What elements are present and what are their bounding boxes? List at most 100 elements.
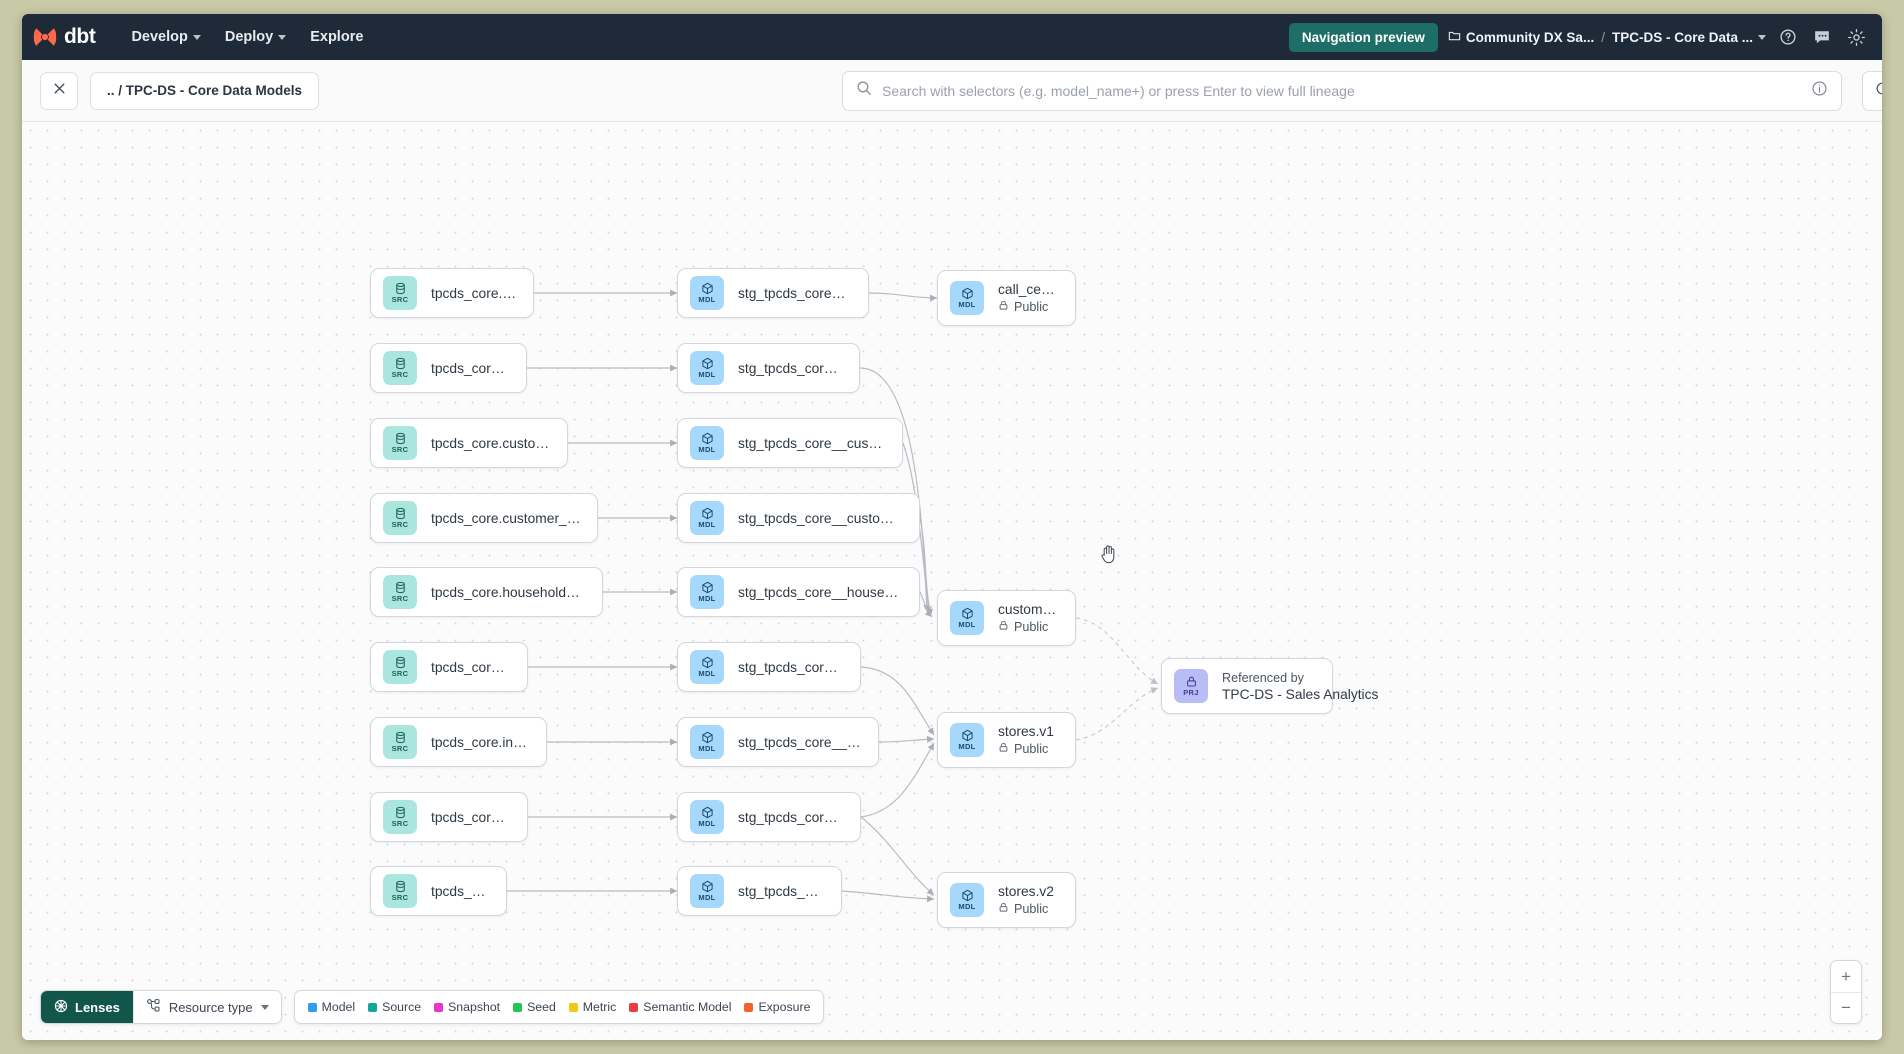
app-window: dbt Develop Deploy Explore Navigation pr… — [22, 14, 1882, 1040]
legend-item-exposure[interactable]: Exposure — [744, 1000, 810, 1014]
help-icon[interactable] — [1776, 25, 1800, 49]
legend-item-seed[interactable]: Seed — [513, 1000, 556, 1014]
feedback-icon[interactable] — [1810, 25, 1834, 49]
resource-type-dropdown[interactable]: Resource type — [132, 991, 281, 1023]
mdl-badge-icon: MDL — [690, 575, 724, 609]
nav-item-deploy[interactable]: Deploy — [215, 23, 296, 51]
legend-swatch-icon — [368, 1002, 378, 1012]
zoom-out-button[interactable]: − — [1831, 992, 1861, 1023]
zoom-in-button[interactable]: + — [1841, 966, 1851, 986]
mdl-badge-icon: MDL — [690, 276, 724, 310]
mdl-badge-icon: MDL — [950, 883, 984, 917]
chevron-down-icon — [278, 34, 287, 40]
lineage-canvas[interactable]: SRCtpcds_core.call_centerSRCtpcds_core.c… — [22, 122, 1882, 1040]
search-bar[interactable] — [842, 70, 1842, 111]
graph-node-title: tpcds_core.customer — [431, 360, 510, 376]
close-icon — [52, 81, 67, 101]
graph-node-title: tpcds_core.income_band — [431, 734, 530, 750]
lenses-button[interactable]: Lenses — [41, 991, 133, 1023]
close-button[interactable] — [40, 71, 78, 110]
graph-node-mdl_call_center[interactable]: MDL stg_tpcds_core__call_center — [677, 268, 869, 318]
lock-icon — [998, 742, 1009, 756]
graph-node-mdl_date_dim[interactable]: MDL stg_tpcds_core__date_dim — [677, 642, 861, 692]
chevron-down-icon — [1758, 34, 1766, 40]
legend-item-snapshot[interactable]: Snapshot — [434, 1000, 500, 1014]
lock-icon — [998, 300, 1009, 314]
graph-node-body: tpcds_core.income_band — [431, 735, 530, 750]
mdl-badge-icon: MDL — [950, 723, 984, 757]
legend-swatch-icon — [568, 1002, 578, 1012]
graph-node-body: tpcds_core.customer_demographics — [431, 511, 581, 526]
legend-swatch-icon — [744, 1002, 754, 1012]
graph-node-title: tpcds_core.call_center — [431, 285, 517, 301]
dbt-logo-text: dbt — [64, 25, 96, 48]
settings-icon[interactable] — [1844, 25, 1868, 49]
nav-item-develop[interactable]: Develop — [121, 23, 210, 51]
graph-node-access-label: Public — [998, 620, 1059, 634]
graph-node-access-label: Public — [998, 300, 1059, 314]
access-text: Public — [1014, 300, 1049, 314]
info-icon[interactable] — [1811, 80, 1828, 102]
legend-item-metric[interactable]: Metric — [568, 1000, 616, 1014]
graph-node-access-label: Public — [998, 742, 1054, 756]
graph-node-title: tpcds_core.store — [431, 883, 490, 899]
search-input[interactable] — [882, 82, 1801, 99]
nav-item-explore[interactable]: Explore — [300, 23, 373, 51]
legend-label: Model — [321, 1000, 356, 1014]
dbt-logo-icon — [32, 24, 58, 50]
breadcrumb-separator: / — [1601, 29, 1605, 45]
graph-node-body: stg_tpcds_core__household_demogr… — [738, 585, 903, 600]
legend-item-model[interactable]: Model — [307, 1000, 356, 1014]
src-badge-icon: SRC — [383, 800, 417, 834]
breadcrumb-project[interactable]: TPC-DS - Core Data ... — [1612, 30, 1766, 45]
graph-node-body: call_centersPublic — [998, 282, 1059, 314]
nodes-icon — [146, 998, 161, 1016]
graph-node-mdl_hh_demo[interactable]: MDL stg_tpcds_core__household_demogr… — [677, 567, 920, 617]
legend-label: Exposure — [758, 1000, 811, 1014]
graph-node-title: stg_tpcds_core__date_dim — [738, 659, 844, 675]
breadcrumb-account[interactable]: Community DX Sa... — [1448, 29, 1594, 45]
legend-item-source[interactable]: Source — [368, 1000, 421, 1014]
graph-node-title: stg_tpcds_core__inventory — [738, 809, 844, 825]
dbt-logo[interactable]: dbt — [32, 24, 96, 50]
mdl-badge-icon: MDL — [690, 351, 724, 385]
graph-node-mdl_cust_demo[interactable]: MDLstg_tpcds_core__customer_demogra… — [677, 493, 920, 543]
graph-node-body: stg_tpcds_core__call_center — [738, 286, 852, 301]
mdl-badge-icon: MDL — [690, 650, 724, 684]
legend-swatch-icon — [629, 1002, 639, 1012]
navigation-preview-badge[interactable]: Navigation preview — [1288, 22, 1438, 52]
graph-node-title: stg_tpcds_core__store — [738, 883, 825, 899]
lock-icon — [998, 620, 1009, 634]
refresh-button[interactable] — [1862, 70, 1882, 111]
graph-node-title: stg_tpcds_core__call_center — [738, 285, 852, 301]
chevron-down-icon — [192, 34, 201, 40]
graph-node-title: tpcds_core.date_dim — [431, 659, 511, 675]
nav-label-develop: Develop — [131, 29, 188, 45]
legend-swatch-icon — [513, 1002, 523, 1012]
legend-item-semantic-model[interactable]: Semantic Model — [629, 1000, 731, 1014]
breadcrumb-chip[interactable]: .. / TPC-DS - Core Data Models — [90, 71, 320, 110]
grab-cursor-icon — [1100, 544, 1118, 564]
graph-node-access-label: Public — [998, 902, 1054, 916]
graph-node-body: tpcds_core.call_center — [431, 286, 517, 301]
